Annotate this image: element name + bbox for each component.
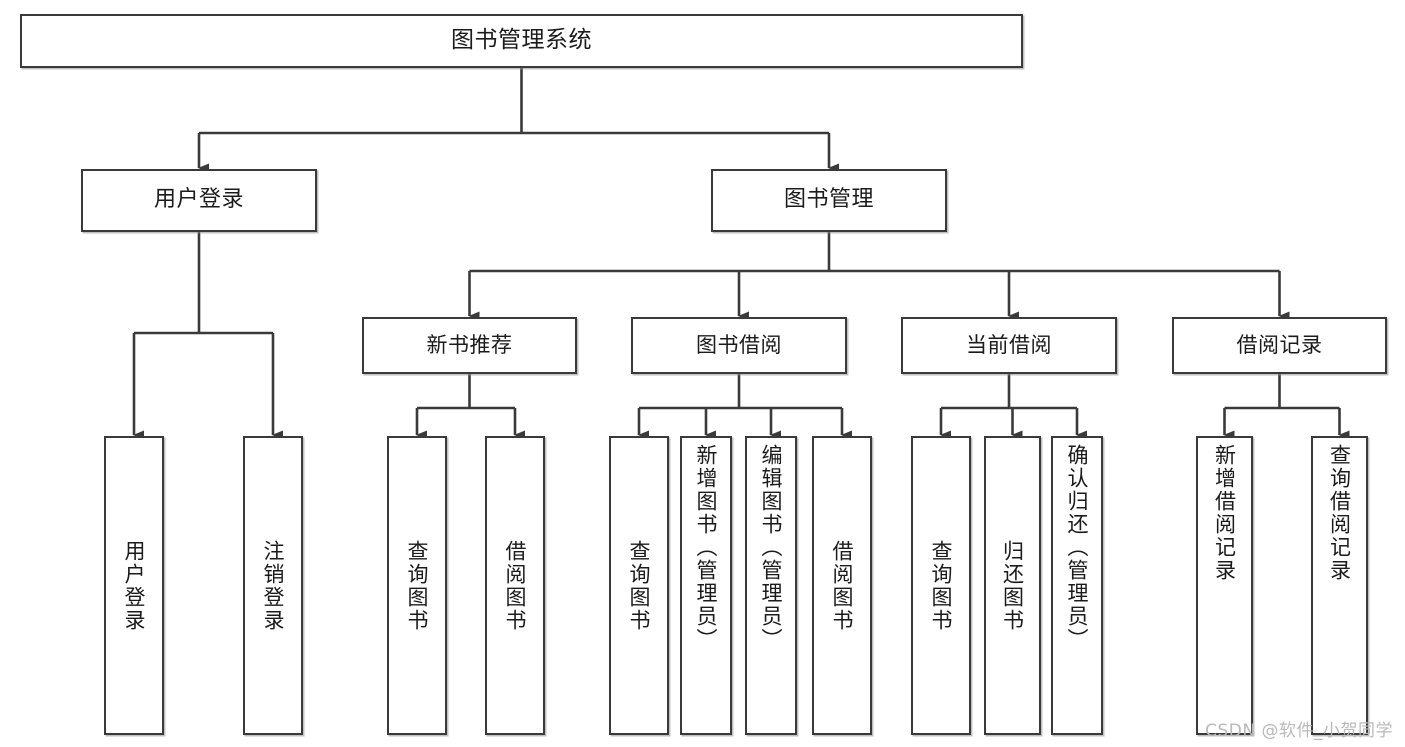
node-label: 查询借阅记录 (1327, 444, 1352, 582)
node-leaf-query-book-3[interactable]: 查询图书 (911, 436, 971, 735)
node-label: 借阅记录 (1236, 332, 1323, 357)
node-new-book-rec[interactable]: 新书推荐 (362, 317, 577, 374)
node-label: 新书推荐 (426, 332, 513, 357)
node-label: 图书管理系统 (451, 27, 592, 54)
node-label: 新增图书（管理员） (694, 444, 719, 651)
node-label: 当前借阅 (966, 332, 1052, 357)
node-label: 借阅图书 (830, 539, 855, 632)
node-label: 新增借阅记录 (1212, 444, 1237, 582)
node-label: 借阅图书 (503, 539, 528, 632)
node-label: 归还图书 (1000, 539, 1025, 632)
node-leaf-confirm-return[interactable]: 确认归还（管理员） (1051, 436, 1103, 735)
node-leaf-edit-book[interactable]: 编辑图书（管理员） (745, 436, 797, 735)
node-label: 注销登录 (261, 539, 286, 632)
node-leaf-query-book-2[interactable]: 查询图书 (609, 436, 669, 735)
node-label: 查询图书 (405, 539, 430, 632)
node-book-manage[interactable]: 图书管理 (711, 169, 947, 232)
node-label: 图书管理 (783, 187, 874, 213)
node-leaf-add-book[interactable]: 新增图书（管理员） (680, 436, 732, 735)
node-leaf-user-login[interactable]: 用户登录 (104, 436, 164, 735)
node-label: 确认归还（管理员） (1065, 444, 1090, 651)
node-label: 用户登录 (153, 187, 244, 213)
node-leaf-borrow-book-1[interactable]: 借阅图书 (485, 436, 545, 735)
node-label: 图书借阅 (696, 332, 782, 357)
node-leaf-borrow-book-2[interactable]: 借阅图书 (812, 436, 872, 735)
node-current-borrow[interactable]: 当前借阅 (901, 317, 1117, 374)
node-borrow-record[interactable]: 借阅记录 (1172, 317, 1387, 374)
node-user-login[interactable]: 用户登录 (81, 169, 317, 232)
node-label: 查询图书 (627, 539, 652, 632)
node-leaf-query-record[interactable]: 查询借阅记录 (1311, 436, 1368, 735)
node-leaf-logout[interactable]: 注销登录 (243, 436, 303, 735)
node-label: 编辑图书（管理员） (759, 444, 784, 651)
node-leaf-add-record[interactable]: 新增借阅记录 (1196, 436, 1253, 735)
node-leaf-return-book[interactable]: 归还图书 (984, 436, 1041, 735)
node-leaf-query-book-1[interactable]: 查询图书 (387, 436, 447, 735)
node-label: 用户登录 (122, 539, 147, 632)
node-root[interactable]: 图书管理系统 (20, 14, 1023, 68)
node-label: 查询图书 (929, 539, 954, 632)
node-book-borrow[interactable]: 图书借阅 (631, 317, 847, 374)
